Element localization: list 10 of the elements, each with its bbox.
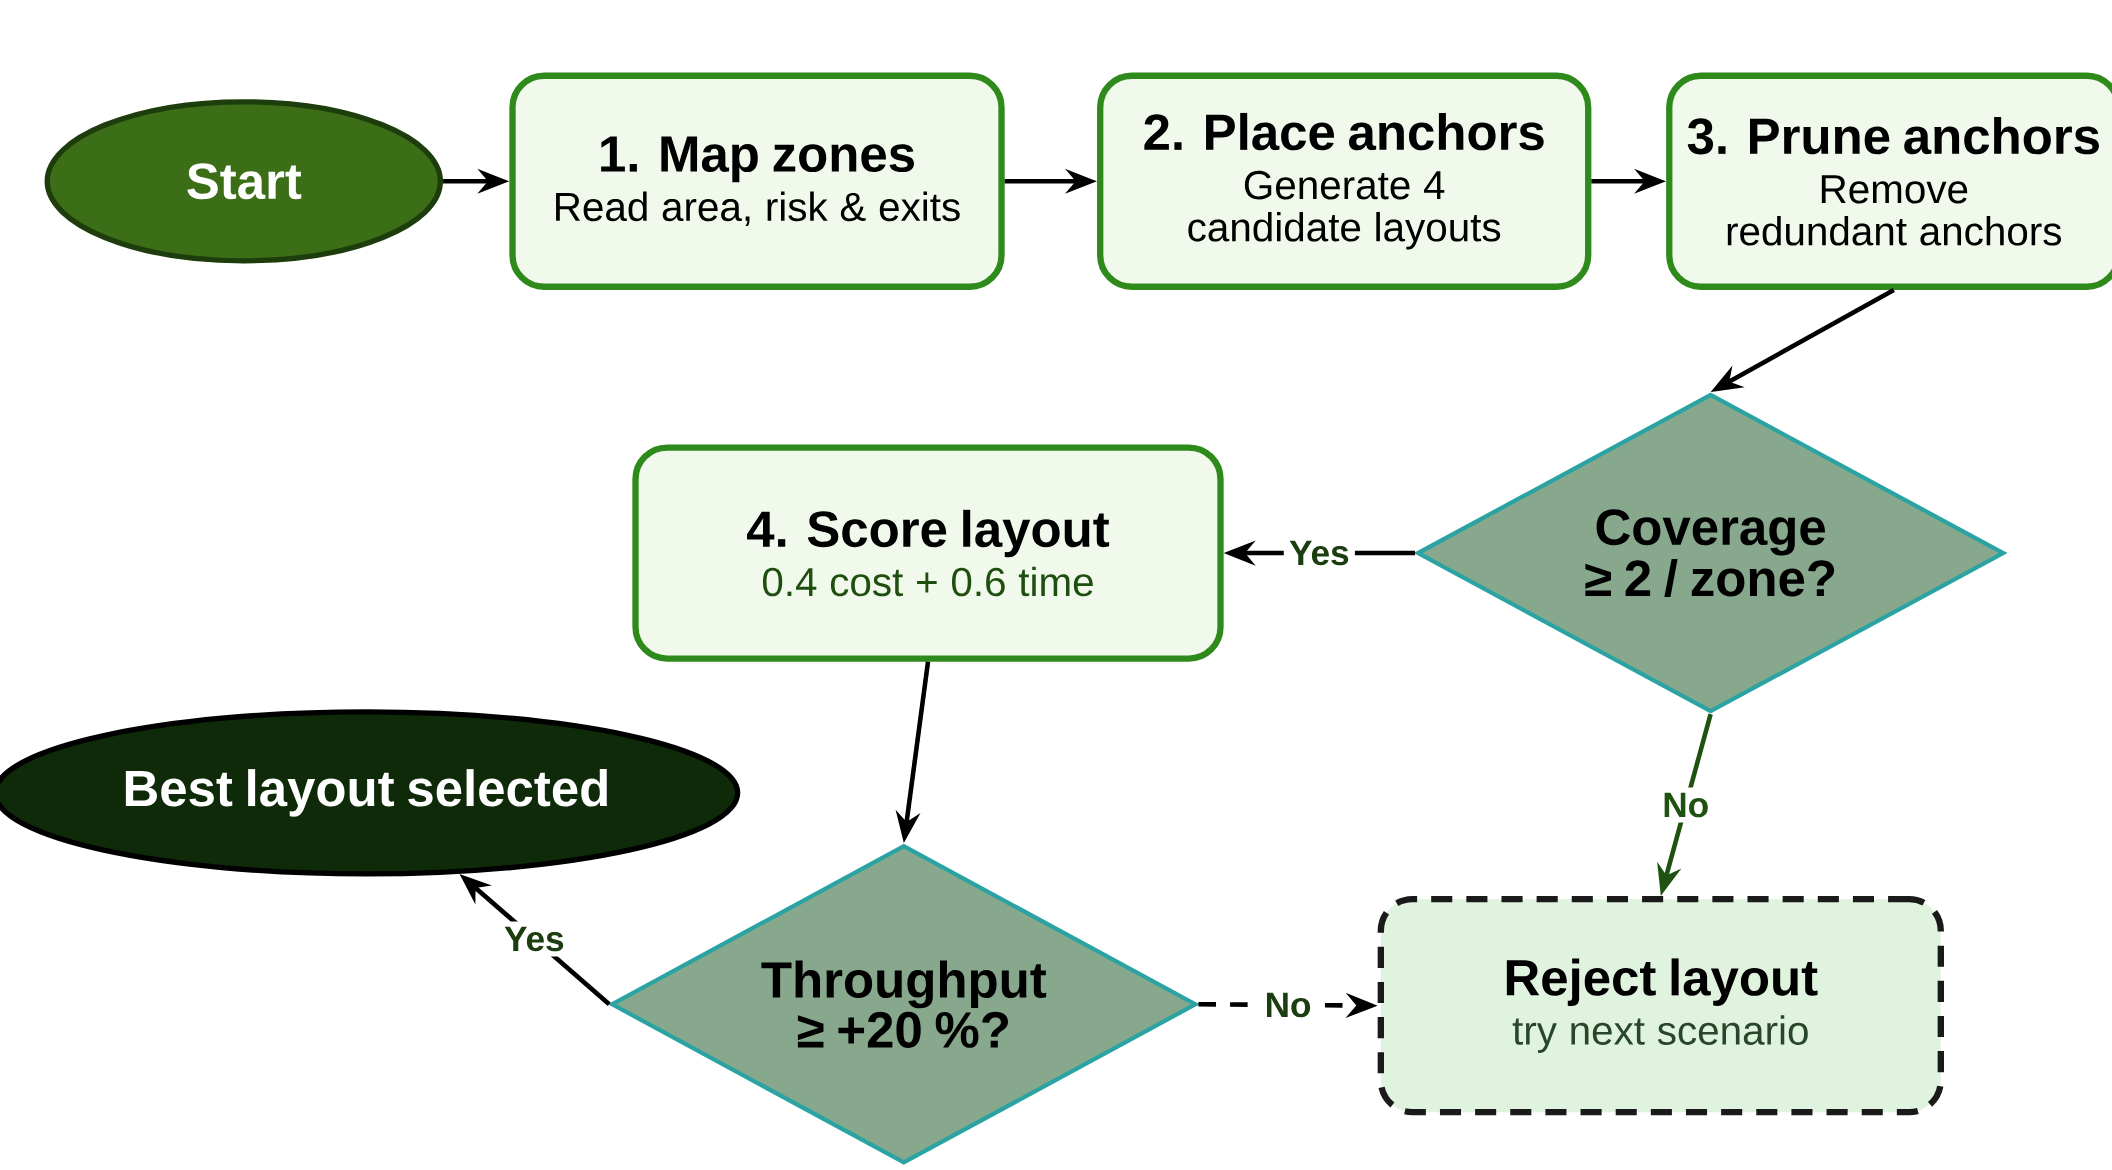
process-box: 1. Map zones Read area, risk & exits bbox=[509, 72, 1005, 290]
start-oval: Start bbox=[44, 99, 444, 264]
edge-label: Yes bbox=[498, 921, 570, 957]
edge-label: No bbox=[1657, 787, 1715, 823]
process-box: 2. Place anchors Generate 4 candidate layouts bbox=[1097, 72, 1592, 290]
edge-label: Yes bbox=[1283, 535, 1355, 571]
edge-label: No bbox=[1259, 987, 1317, 1023]
process-box: 3. Prune anchors Remove redundant anchors bbox=[1666, 72, 2112, 290]
process-box: 4. Score layout 0.4 cost + 0.6 time bbox=[632, 444, 1224, 662]
reject-box: Reject layout try next scenario bbox=[1377, 896, 1944, 1116]
